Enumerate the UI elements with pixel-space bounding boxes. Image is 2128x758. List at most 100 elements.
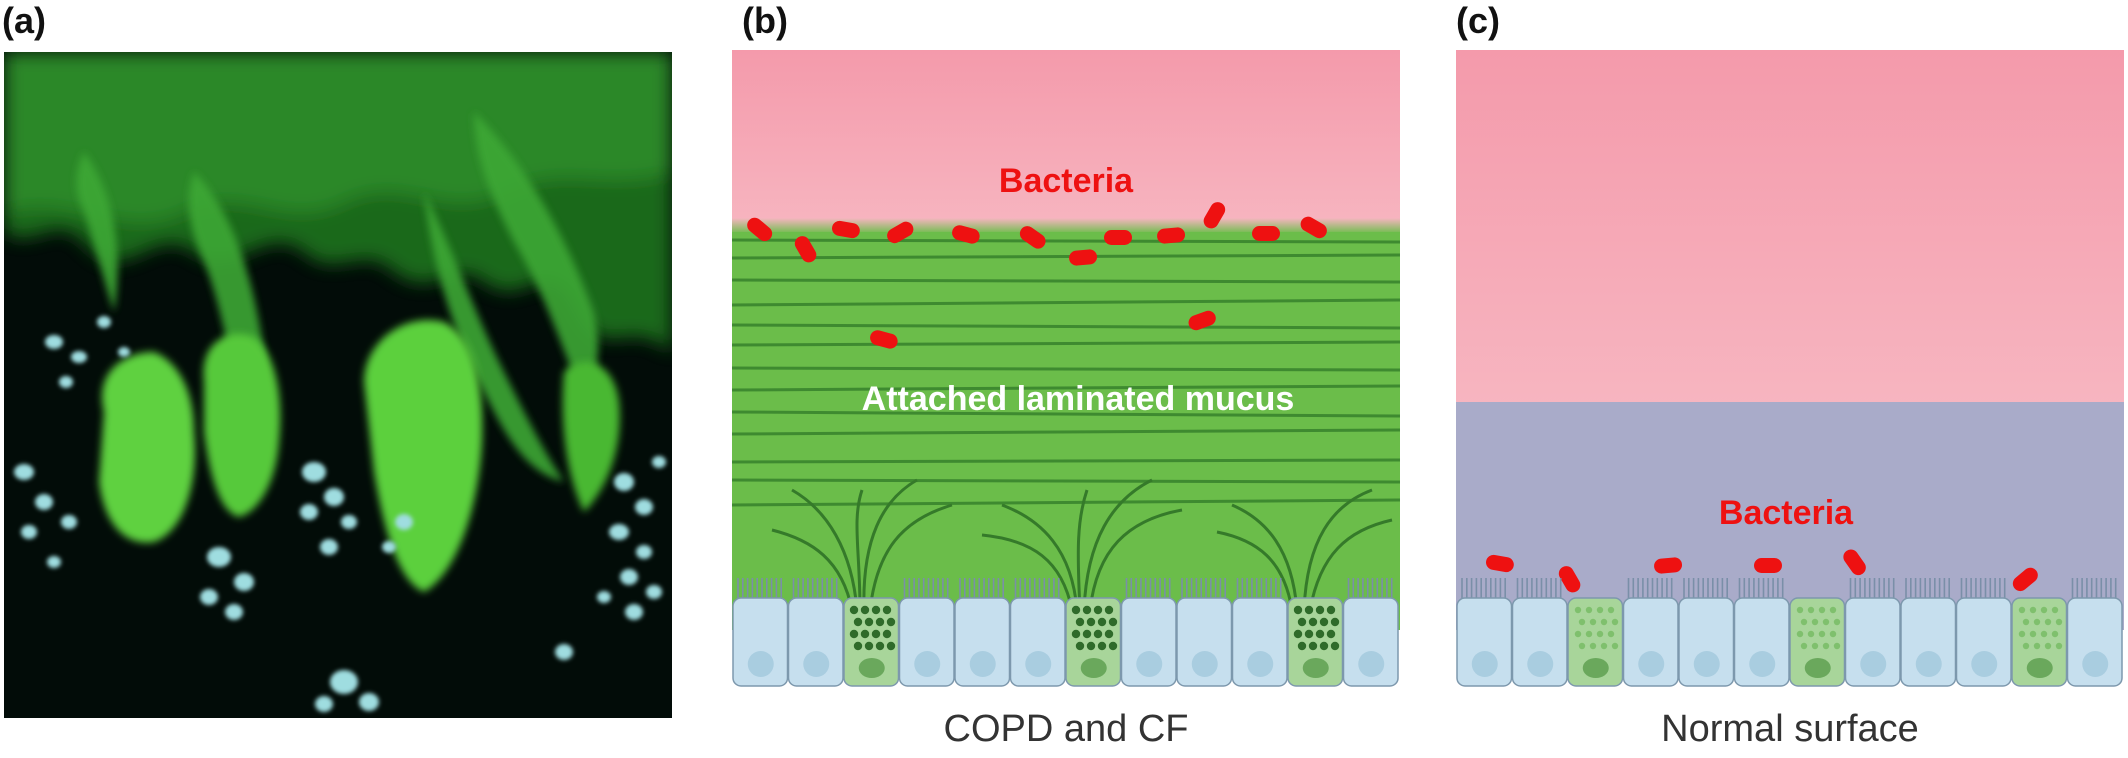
mucin-granule [1086,617,1096,627]
mucin-granule [1304,605,1314,615]
mucin-granule [1585,630,1593,638]
cell-nucleus [1025,651,1052,677]
mucin-granule [2040,630,2048,638]
goblet-nucleus [1302,658,1329,678]
mucin-granule [1833,618,1841,626]
panel-c-diagram: Bacteria [1456,50,2124,687]
mucin-granule [860,629,870,639]
panel-b-caption: COPD and CF [943,708,1189,750]
cell-nucleus [1527,651,1554,677]
mucin-granule [1822,642,1830,650]
panel-a-letter: (a) [2,0,46,41]
epithelial-cell [1733,597,1790,687]
bacterium [1654,557,1683,574]
mucin-granule [1807,606,1815,614]
mucin-granule [853,617,863,627]
mucin-granule [2055,618,2063,626]
bacterium [1188,310,1216,331]
mucin-granule [1104,605,1114,615]
mucin-granule [1326,605,1336,615]
mucin-granule [853,641,863,651]
epithelial-cell [898,597,955,687]
mucin-granule [849,629,859,639]
mucin-granule [1800,618,1808,626]
bacterium [1558,566,1581,593]
cell-nucleus [1471,651,1498,677]
epithelial-cell [2066,597,2123,687]
mucin-granule [1330,641,1340,651]
mucin-granule [864,641,874,651]
bacterium [1252,226,1280,241]
mucin-granule [1293,629,1303,639]
bacterium [1843,549,1866,576]
micrograph-nuclei [14,316,666,712]
epithelial-cell [732,597,789,687]
mucin-granule [1818,630,1826,638]
cilia-b [737,578,1393,598]
mucin-granule [1319,617,1329,627]
goblet-nucleus [1804,658,1831,678]
mucin-granule [1811,642,1819,650]
mucin-granule [1093,605,1103,615]
mucin-granule [1308,641,1318,651]
mucin-granule [1108,617,1118,627]
micrograph-image [4,52,672,718]
mucin-granule [1082,629,1092,639]
epithelial-cell [787,597,844,687]
bacteria-label-c: Bacteria [1719,494,1854,532]
mucin-granule [1082,605,1092,615]
mucin-granule [1796,606,1804,614]
mucin-granule [1611,618,1619,626]
bacteria-label-b: Bacteria [999,162,1134,200]
mucin-granule [1585,606,1593,614]
mucin-granule [1596,630,1604,638]
mucin-granule [882,629,892,639]
mucin-granule [2029,630,2037,638]
mucin-granule [1075,641,1085,651]
mucin-granule [864,617,874,627]
mucin-granule [849,605,859,615]
bacterium [1104,230,1132,245]
lumen-region [732,50,1400,228]
periciliary-layer [1456,402,2124,630]
bacterium [887,221,914,244]
mucin-granule [1104,629,1114,639]
mucin-granule [1600,642,1608,650]
epithelial-cell [1678,597,1735,687]
cell-nucleus [803,651,830,677]
goblet-nucleus [858,658,885,678]
mucin-granule [1607,630,1615,638]
cell-nucleus [2082,651,2109,677]
mucin-granule [886,641,896,651]
bacterium [1754,558,1782,573]
bacterium [1019,226,1046,249]
lumen-region-c [1456,50,2124,404]
mucin-granule [1818,606,1826,614]
mucin-granule [1822,618,1830,626]
mucin-granule [2044,642,2052,650]
mucus-label: Attached laminated mucus [862,380,1295,418]
mucin-granule [2018,606,2026,614]
mucin-granule [875,617,885,627]
mucin-granule [871,629,881,639]
mucin-granule [860,605,870,615]
mucin-granule [2022,642,2030,650]
epithelial-cell [1176,597,1233,687]
mucin-granule [871,605,881,615]
mucin-granule [2051,630,2059,638]
mucin-granule [2029,606,2037,614]
mucin-granule [2033,642,2041,650]
bacterium [1203,202,1226,229]
mucin-granule [1811,618,1819,626]
epithelial-cell [1342,597,1399,687]
mucin-granule [1097,641,1107,651]
epithelial-cell [1009,597,1066,687]
cell-nucleus [1915,651,1942,677]
mucus-strands [771,478,1393,611]
mucin-granule [1578,618,1586,626]
mucin-granule [1093,629,1103,639]
mucin-granule [1071,605,1081,615]
mucin-granule [2040,606,2048,614]
mucin-granule [1326,629,1336,639]
mucin-granule [1330,617,1340,627]
